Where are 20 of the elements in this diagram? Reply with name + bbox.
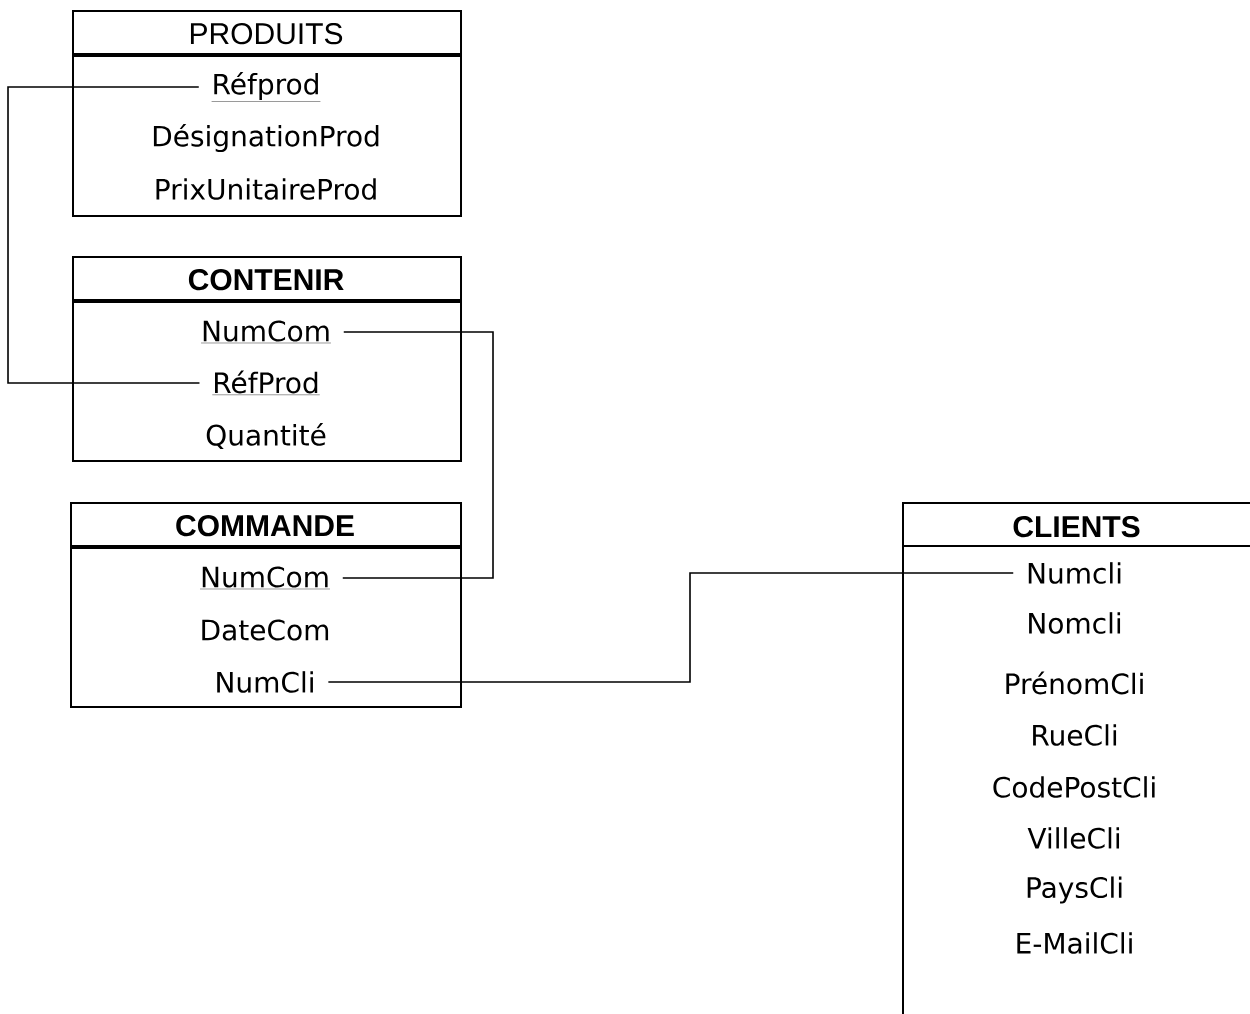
- key-field: NumCom: [199, 566, 331, 590]
- field-text: E-MailCli: [1017, 932, 1132, 954]
- field-text: PaysCli: [1027, 876, 1122, 904]
- field-text: DésignationProd: [153, 123, 379, 153]
- field-text: PrixUnitaireProd: [156, 178, 376, 200]
- field-text: Nomcli: [1029, 612, 1121, 634]
- field-text: NumCli: [217, 671, 313, 693]
- field-text: Numcli: [1028, 562, 1121, 584]
- connector-line: [341, 331, 494, 579]
- connector-line: [327, 572, 1015, 683]
- field-text: RueCli: [1033, 724, 1117, 746]
- field-text: VilleCli: [1027, 827, 1119, 849]
- key-field: RéfProd: [212, 370, 320, 395]
- field-text: Quantité: [206, 423, 326, 449]
- connector-line: [7, 86, 201, 384]
- key-field: NumCom: [200, 320, 332, 344]
- field-text: PrénomCli: [1006, 671, 1143, 695]
- field-text: DateCom: [202, 619, 329, 641]
- field-text: CodePostCli: [993, 776, 1155, 798]
- key-field: Réfprod: [211, 71, 321, 102]
